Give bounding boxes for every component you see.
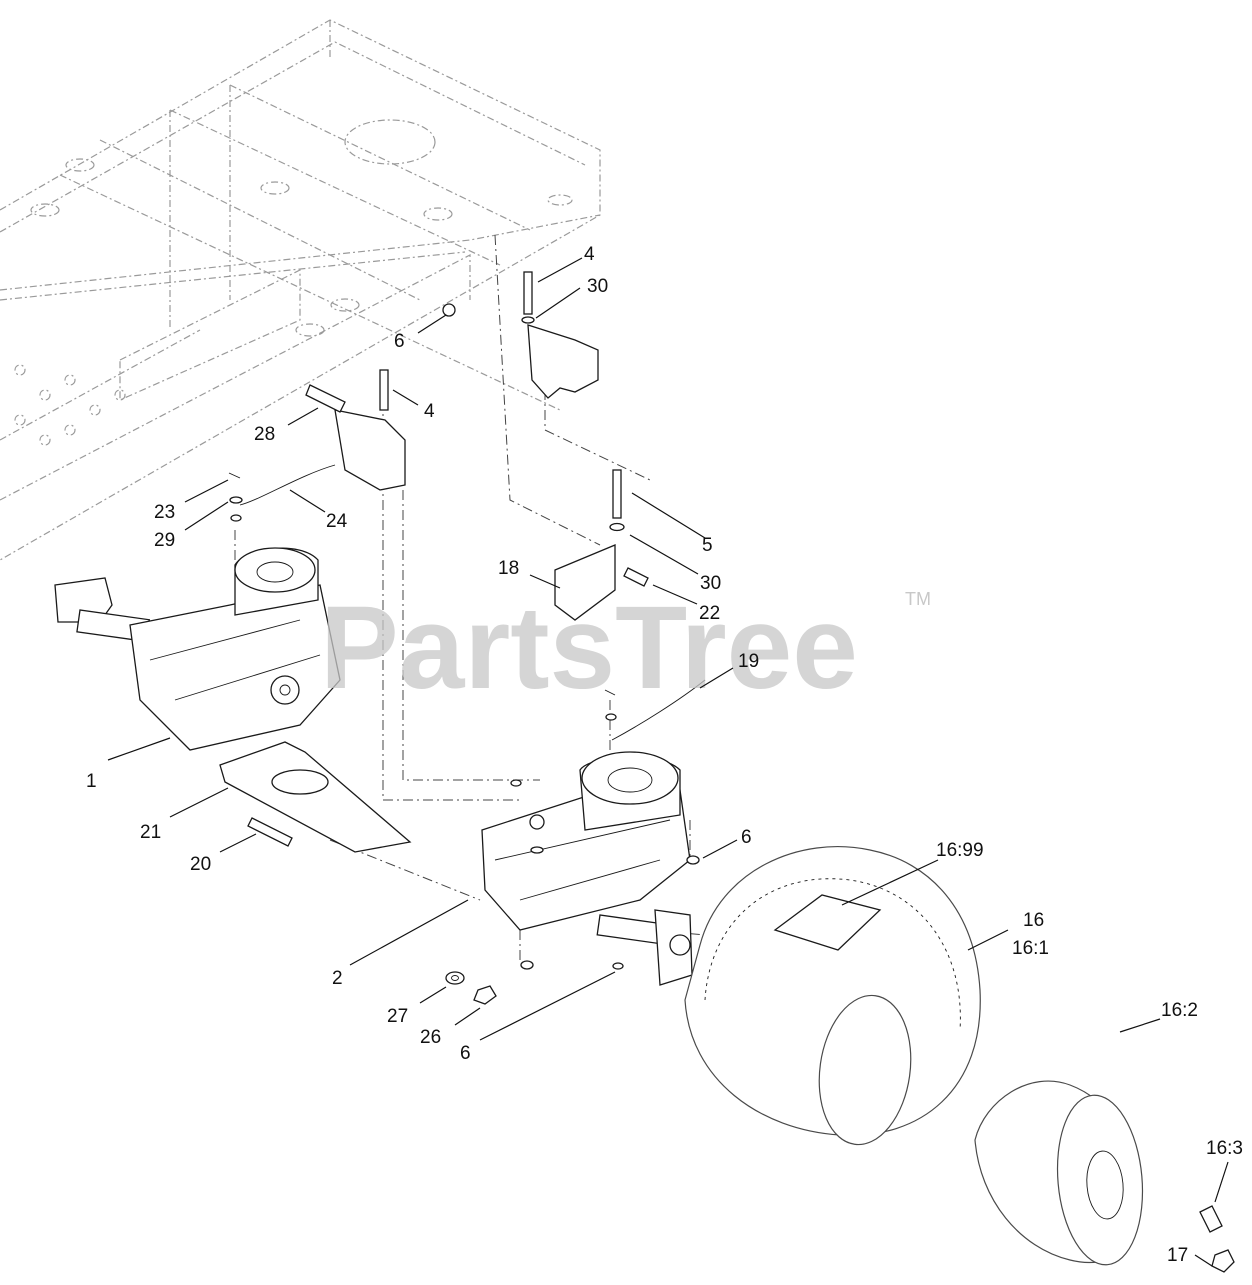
- callout-23: 23: [154, 502, 175, 523]
- callout-16-3: 16:3: [1206, 1138, 1243, 1159]
- callout-6-top: 6: [394, 331, 405, 352]
- callout-28: 28: [254, 424, 275, 445]
- left-transaxle: [54, 547, 341, 751]
- center-bracket: [305, 303, 456, 491]
- callout-6-right: 6: [741, 827, 752, 848]
- callout-4-top: 4: [584, 244, 595, 265]
- callout-16-1: 16:1: [1012, 938, 1049, 959]
- callout-16-99: 16:99: [936, 840, 984, 861]
- motion-control-plate-21: [219, 741, 412, 853]
- callout-19: 19: [738, 651, 759, 672]
- callout-17: 17: [1167, 1245, 1188, 1266]
- upper-right-bracket: [521, 271, 599, 399]
- callout-24: 24: [326, 511, 348, 532]
- callout-22: 22: [699, 603, 720, 624]
- callout-20: 20: [190, 854, 211, 875]
- callout-1: 1: [86, 771, 97, 792]
- watermark-text: PartsTree: [320, 582, 858, 714]
- wheel-rim: [974, 1080, 1144, 1266]
- callout-4-mid: 4: [424, 401, 435, 422]
- callout-21: 21: [140, 822, 161, 843]
- callout-26: 26: [420, 1027, 441, 1048]
- callout-16: 16: [1023, 910, 1044, 931]
- loose-hardware: [445, 971, 497, 1005]
- callout-30-mid: 30: [700, 573, 721, 594]
- callouts: 4 30 6 4 28 23 29 24 5 30 18 22 19 1 21 …: [86, 244, 1243, 1266]
- rear-tire: [684, 846, 981, 1146]
- right-transaxle: [481, 751, 700, 986]
- control-rod-24: [228, 464, 336, 522]
- leader-lines: [107, 257, 1229, 1267]
- mower-frame: [0, 19, 601, 561]
- callout-27: 27: [387, 1006, 408, 1027]
- callout-18: 18: [498, 558, 519, 579]
- callout-5: 5: [702, 535, 713, 556]
- callout-6-bottom: 6: [460, 1043, 471, 1064]
- mount-bracket-18: [554, 469, 649, 621]
- trademark-mark: TM: [905, 589, 931, 609]
- lug-bolt-and-nut: [1199, 1205, 1235, 1273]
- callout-16-2: 16:2: [1161, 1000, 1198, 1021]
- callout-29: 29: [154, 530, 175, 551]
- callout-30-top: 30: [587, 276, 608, 297]
- callout-2: 2: [332, 968, 343, 989]
- control-rod-19: [604, 679, 706, 741]
